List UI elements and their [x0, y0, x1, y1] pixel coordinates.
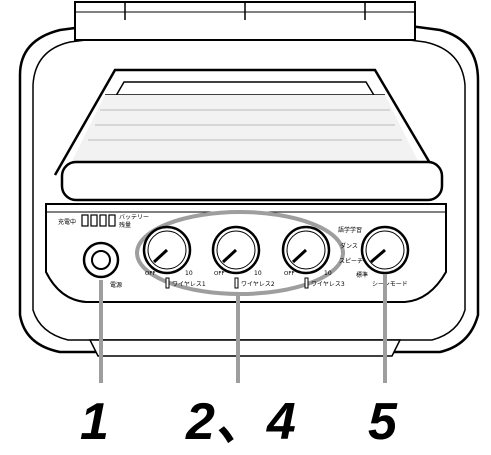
battery-indicator-1: [81, 214, 89, 227]
base: [88, 339, 402, 357]
battery-indicator-2: [90, 214, 98, 227]
wireless-1-knob[interactable]: [142, 225, 192, 275]
callout-number-1: 1: [80, 393, 109, 451]
scene-mode-knob[interactable]: [360, 225, 410, 275]
callout-number-2-4: 2、4: [186, 393, 296, 451]
battery-indicator-4: [108, 214, 116, 227]
wireless-2-knob[interactable]: [211, 225, 261, 275]
device-body-inner: [32, 34, 466, 341]
wireless-3-label: ワイヤレス3: [311, 281, 345, 288]
battery-level-label-2: 残量: [119, 221, 131, 229]
battery-indicator-3: [99, 214, 107, 227]
wireless-3-max-label: 10: [324, 270, 332, 277]
carry-handle: [53, 68, 439, 176]
wireless-3-indicator: [304, 277, 309, 289]
scene-mode-option-4: 標準: [356, 271, 368, 279]
wireless-3-knob[interactable]: [281, 225, 331, 275]
scene-mode-label: シーンモード: [372, 281, 408, 288]
callout-number-5: 5: [368, 393, 397, 451]
wireless-2-label: ワイヤレス2: [241, 281, 275, 288]
wireless-knobs-highlight: [135, 210, 345, 296]
wireless-1-max-label: 10: [185, 270, 193, 277]
wireless-1-off-label: OFF: [145, 271, 156, 277]
wireless-3-off-label: OFF: [284, 271, 295, 277]
power-label: 電源: [110, 281, 122, 289]
scene-mode-option-1: 語学学習: [338, 226, 362, 234]
scene-mode-option-2: ダンス: [340, 242, 358, 250]
wireless-2-max-label: 10: [254, 270, 262, 277]
grip-bar: [60, 160, 444, 202]
scene-mode-option-3: スピーチ: [339, 258, 363, 265]
wireless-1-indicator: [165, 277, 170, 289]
power-button[interactable]: [82, 241, 120, 279]
wireless-1-label: ワイヤレス1: [172, 281, 206, 288]
charging-label: 充電中: [58, 218, 76, 226]
wireless-2-off-label: OFF: [214, 271, 225, 277]
wireless-2-indicator: [234, 277, 239, 289]
battery-level-label-1: バッテリー: [119, 214, 149, 221]
